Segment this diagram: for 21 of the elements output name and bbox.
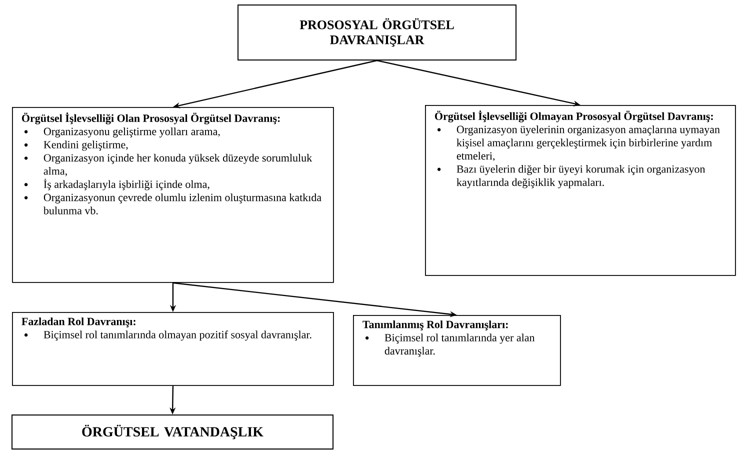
bullet-item: Biçimsel rol tanımlarında olmayan pozitif sosyal davranışlar. <box>44 330 312 341</box>
bullet-item: Bazı üyelerin diğer bir üyeyi korumak için organizasyon kayıtlarında değişiklik yapmaları. <box>456 165 706 188</box>
title-box <box>238 4 516 60</box>
box-title: PROSOSYAL ÖRGÜTSEL DAVRANIŞLAR <box>300 18 454 47</box>
box-title: ÖRGÜTSEL VATANDAŞLIK <box>82 424 264 440</box>
title-box <box>12 414 334 450</box>
bullet-item: Organizasyonun çevrede olumlu izlenim oluşturmasına katkıda bulunma vb. <box>43 193 322 214</box>
bullet-item: İş arkadaşlarıyla işbirliği içinde olma, <box>44 178 210 190</box>
box-heading: Tanımlanmış Rol Davranışları: <box>362 320 508 330</box>
box-heading: Fazladan Rol Davranışı: <box>22 317 136 328</box>
text-box <box>425 105 736 276</box>
bullet-item: Organizasyon üyelerinin organizasyon amaçlarına uymayan kişisel amaçlarını gerçekleştirmek için birbirlerine yardım etmeleri, <box>456 125 720 162</box>
bullet-item: Organizasyonu geliştirme yolları arama, <box>44 127 220 138</box>
text-box <box>12 107 334 283</box>
box-heading: Örgütsel İşlevselliği Olan Prososyal Örgütsel Davranış: <box>22 112 280 124</box>
bullet-item: Kendini geliştirme, <box>44 140 128 151</box>
text-box <box>353 315 561 386</box>
box-heading: Örgütsel İşlevselliği Olmayan Prososyal Örgütsel Davranış: <box>435 110 713 122</box>
text-box <box>12 312 334 386</box>
bullet-item: Biçimsel rol tanımlarında yer alan davranışlar. <box>384 334 535 357</box>
bullet-item: Organizasyon içinde her konuda yüksek düzeyde sorumluluk alma, <box>44 154 312 176</box>
